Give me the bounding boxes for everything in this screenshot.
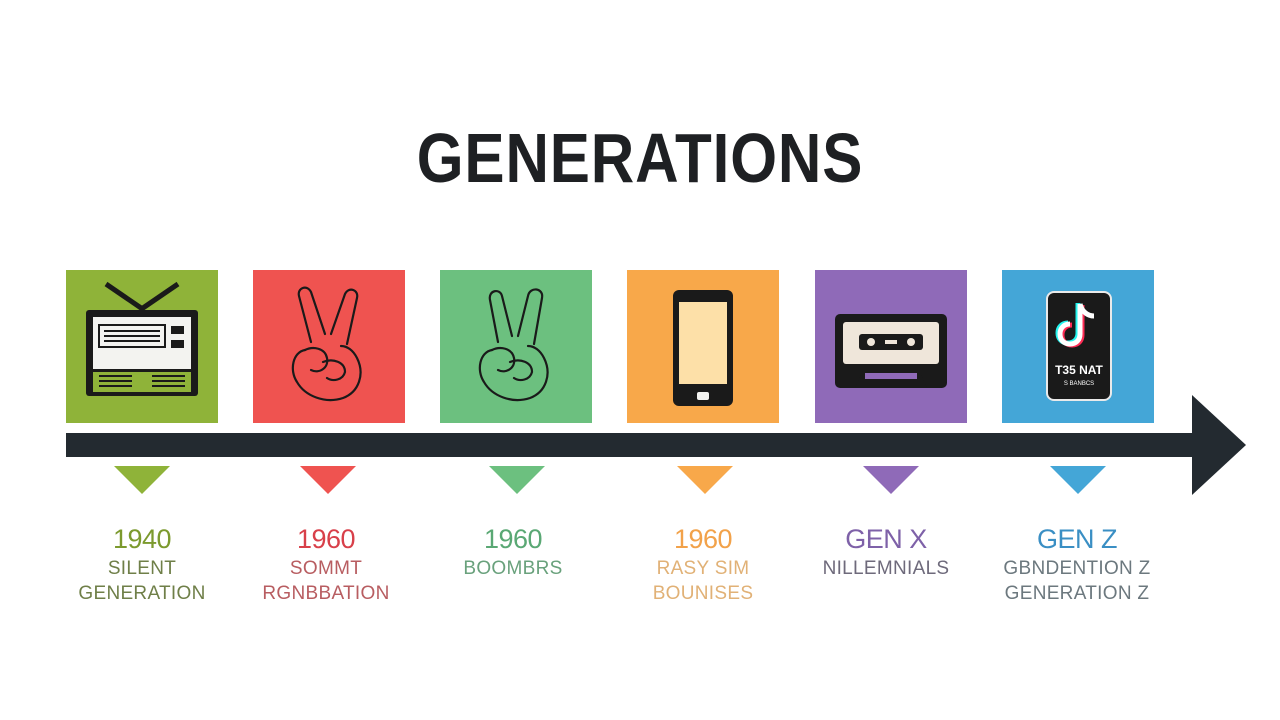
tile-1960-red: [253, 270, 405, 423]
generation-name-line1: SILENT: [107, 558, 177, 579]
generation-name-line1: GBNDENTION Z: [1003, 558, 1151, 579]
generation-name-line1: NILLEMNIALS: [822, 558, 950, 579]
tile-1960-orange: [627, 270, 779, 423]
generation-label: 1960 BOOMBRS: [413, 522, 613, 581]
timeline-arrow-head: [1192, 395, 1246, 495]
generation-year: 1960: [673, 524, 733, 554]
timeline-marker: [489, 466, 545, 494]
generation-label: 1960 SOMMT RGNBBATION: [226, 522, 426, 606]
tile-silent-generation: [66, 270, 218, 423]
timeline-marker: [677, 466, 733, 494]
generation-year: 1960: [483, 524, 543, 554]
generation-year: 1940: [112, 524, 172, 554]
generation-name-line2: GENERATION: [78, 583, 206, 604]
generation-year: 1960: [296, 524, 356, 554]
tiktok-phone-icon: T35 NAT S BANBCS: [1046, 291, 1112, 401]
generation-name-line1: SOMMT: [289, 558, 363, 579]
cassette-icon: [835, 314, 947, 388]
generation-label: 1960 RASY SIM BOUNISES: [603, 522, 803, 606]
peace-hand-icon: [291, 286, 362, 402]
timeline-marker: [863, 466, 919, 494]
radio-icon: [86, 281, 198, 396]
smartphone-icon: [673, 290, 733, 406]
tiktok-logo-icon: [1055, 303, 1095, 348]
generation-label: GEN Z GBNDENTION Z GENERATION Z: [977, 522, 1177, 606]
generation-name-line2: RGNBBATION: [262, 583, 390, 604]
timeline-marker: [300, 466, 356, 494]
peace-hand-icon: [478, 288, 549, 402]
timeline-marker: [114, 466, 170, 494]
tile-boomers: [440, 270, 592, 423]
timeline-arrow-shaft: [66, 433, 1200, 457]
tile-gen-z: T35 NAT S BANBCS: [1002, 270, 1154, 423]
phone-screen-text: T35 NAT: [1055, 363, 1103, 377]
generation-name-line2: BOUNISES: [652, 583, 754, 604]
tile-gen-x: [815, 270, 967, 423]
generation-label: GEN X NILLEMNIALS: [786, 522, 986, 581]
generation-name-line1: BOOMBRS: [463, 558, 563, 579]
page-title: GENERATIONS: [416, 119, 864, 197]
generation-year: GEN X: [845, 524, 927, 554]
generation-name-line2: GENERATION Z: [1004, 583, 1150, 604]
timeline-marker: [1050, 466, 1106, 494]
generation-name-line1: RASY SIM: [656, 558, 750, 579]
generation-label: 1940 SILENT GENERATION: [42, 522, 242, 606]
phone-screen-subtext: S BANBCS: [1064, 381, 1094, 387]
generation-year: GEN Z: [1036, 524, 1118, 554]
